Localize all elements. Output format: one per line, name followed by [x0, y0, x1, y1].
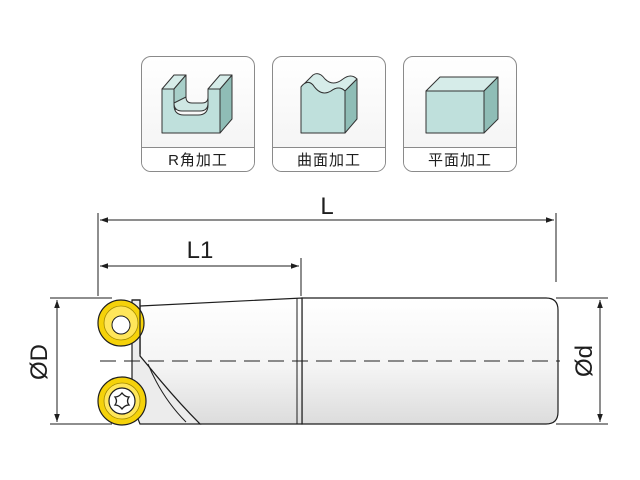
- dimension-cutting-diameter: ØD: [26, 297, 112, 425]
- upper-insert: [97, 299, 145, 347]
- dimension-shank-diameter: Ød: [556, 297, 608, 425]
- r-corner-machining-icon: [161, 74, 233, 134]
- dimension-l: L: [97, 193, 557, 296]
- dimension-l-label: L: [320, 193, 333, 220]
- lower-insert: [97, 376, 147, 426]
- card-curved-surface: 曲面加工: [272, 56, 386, 172]
- card-label: 平面加工: [404, 147, 516, 171]
- dimension-shank-diameter-label: Ød: [571, 345, 598, 377]
- dimension-l1-label: L1: [187, 237, 214, 264]
- tool-shank: [301, 297, 559, 425]
- dimension-l1: L1: [100, 237, 302, 296]
- card-label: 曲面加工: [273, 147, 385, 171]
- dimension-cutting-diameter-label: ØD: [26, 344, 53, 380]
- card-r-corner: R角加工: [141, 56, 255, 172]
- card-flat-surface: 平面加工: [403, 56, 517, 172]
- curved-surface-machining-icon: [300, 73, 358, 134]
- torx-screw-icon: [113, 391, 131, 411]
- card-label: R角加工: [142, 147, 254, 171]
- flat-surface-machining-icon: [425, 76, 499, 134]
